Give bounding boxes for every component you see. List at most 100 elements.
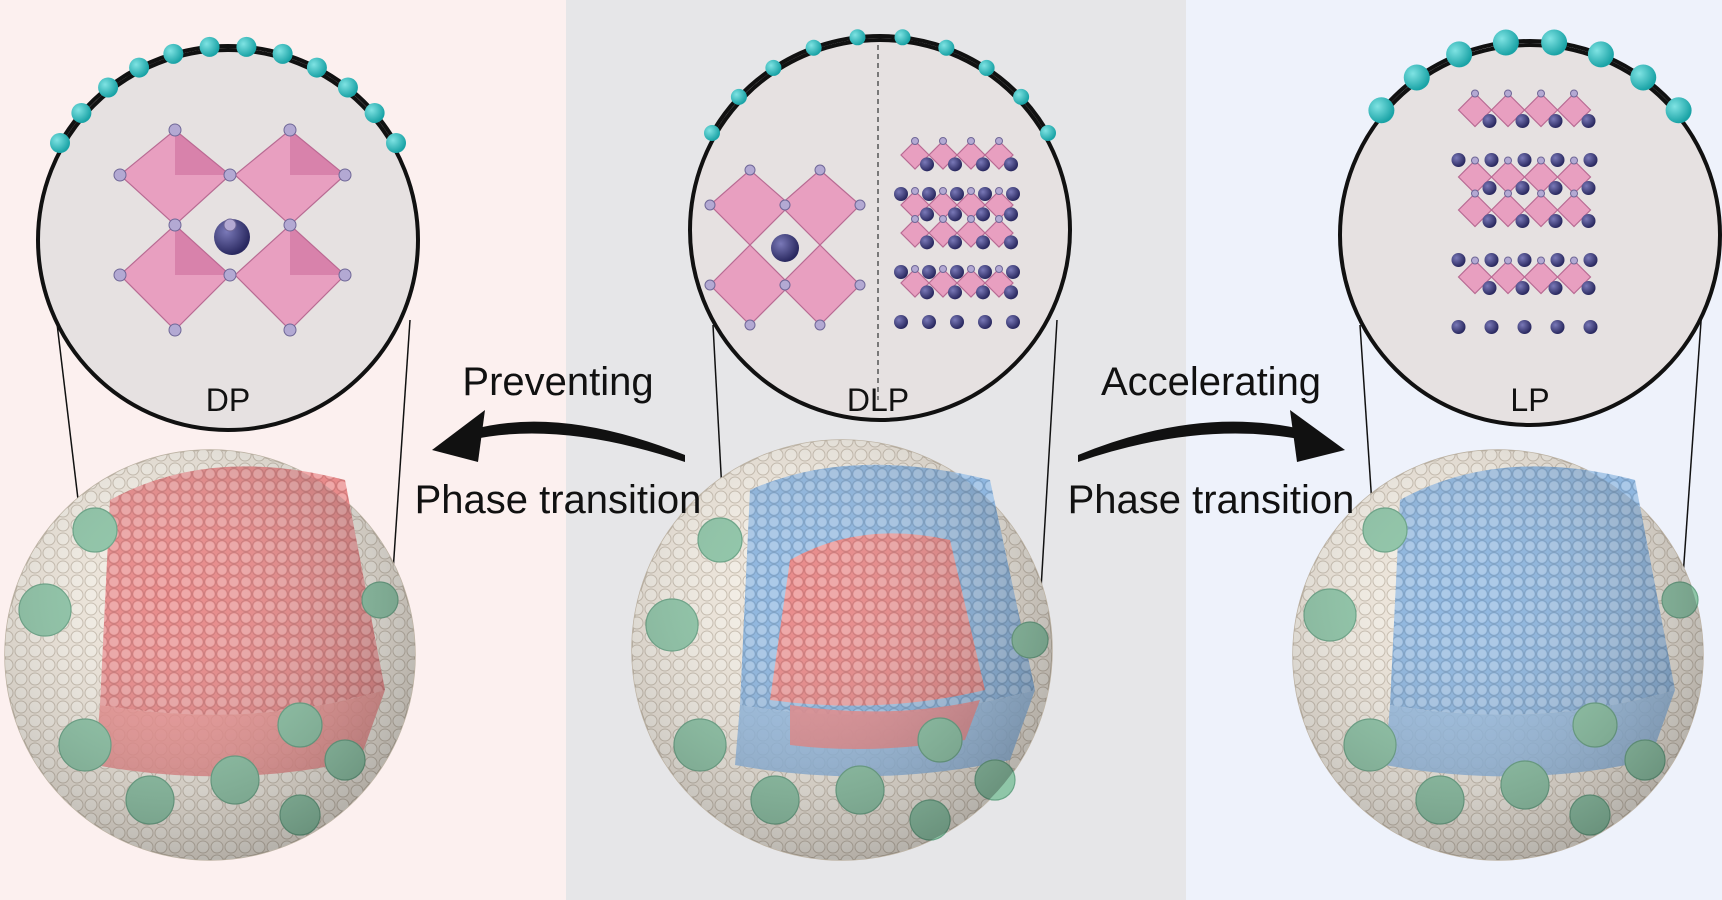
ligand-bead	[71, 102, 92, 123]
cation-atom	[1581, 114, 1596, 128]
ligand-bead	[1013, 88, 1030, 105]
ligand-bead	[1665, 97, 1692, 124]
halide-atom	[1471, 256, 1479, 265]
cation-atom	[1581, 214, 1596, 228]
halide-atom	[995, 187, 1003, 195]
dlp-double-perovskite	[704, 164, 866, 331]
arrow-accelerating	[1078, 410, 1345, 462]
ligand-bead	[849, 29, 866, 46]
ligand-bead	[1446, 41, 1473, 68]
spacer-cation	[922, 265, 936, 279]
ligand-bead	[765, 59, 782, 76]
cation-atom	[1004, 207, 1018, 222]
ligand-bead	[364, 102, 385, 123]
lp-label: LP	[1510, 382, 1550, 418]
halide-atom	[911, 137, 919, 145]
cation-atom	[1482, 114, 1497, 128]
cation-atom	[976, 235, 990, 250]
ligand-bead	[1587, 41, 1614, 68]
arrow-preventing	[432, 410, 685, 462]
halide-atom	[911, 187, 919, 195]
ligand-bead	[1492, 29, 1519, 56]
ligand-bead	[730, 88, 747, 105]
spacer-cation	[922, 187, 936, 201]
spacer-cation	[1517, 153, 1532, 167]
cation-atom	[976, 285, 990, 300]
ligand-bead	[236, 36, 257, 57]
lp-inset-circle	[1338, 43, 1722, 427]
halide-atom	[1570, 89, 1578, 98]
spacer-cation	[1550, 153, 1565, 167]
halide-atom	[1537, 156, 1545, 165]
cation-atom	[1581, 181, 1596, 195]
cation-atom	[1515, 114, 1530, 128]
halide-atom	[939, 215, 947, 223]
lp-nanocrystal	[1292, 449, 1704, 861]
lp-ligand-beads	[1368, 29, 1692, 124]
spacer-cation	[1550, 253, 1565, 267]
cation-atom	[976, 157, 990, 172]
dp-panel	[4, 36, 420, 861]
dp-ligand-beads	[49, 36, 407, 153]
lp-panel	[1292, 29, 1722, 861]
halide-atom	[1504, 156, 1512, 165]
halide-atom	[1504, 189, 1512, 198]
dp-octahedra	[119, 129, 346, 331]
halide-atom	[911, 265, 919, 273]
spacer-cation	[1006, 315, 1020, 329]
spacer-cation	[1006, 265, 1020, 279]
accelerating-label: Accelerating	[1100, 360, 1322, 404]
dp-halides	[113, 123, 352, 337]
halide-atom	[967, 187, 975, 195]
spacer-cation	[1484, 153, 1499, 167]
spacer-cation	[1550, 320, 1565, 334]
halide-atom	[967, 215, 975, 223]
spacer-cation	[1006, 187, 1020, 201]
halide-atom	[939, 137, 947, 145]
spacer-cation	[1517, 320, 1532, 334]
lp-layered-perovskite	[1451, 89, 1598, 334]
halide-atom	[1537, 89, 1545, 98]
halide-atom	[967, 265, 975, 273]
cation-atom	[920, 235, 934, 250]
spacer-cation	[950, 265, 964, 279]
dlp-ligand-beads	[703, 29, 1057, 141]
ligand-bead	[337, 77, 358, 98]
halide-atom	[1504, 256, 1512, 265]
ligand-bead	[1040, 125, 1057, 141]
ligand-bead	[272, 43, 293, 64]
halide-atom	[1570, 256, 1578, 265]
spacer-cation	[978, 265, 992, 279]
ligand-bead	[306, 57, 327, 78]
cation-atom	[948, 207, 962, 222]
ligand-bead	[199, 36, 220, 57]
cation-atom	[1515, 281, 1530, 295]
cation-atom	[948, 235, 962, 250]
halide-atom	[1537, 256, 1545, 265]
dlp-nanocrystal	[631, 439, 1053, 861]
halide-atom	[1471, 156, 1479, 165]
halide-atom	[995, 137, 1003, 145]
halide-atom	[1471, 189, 1479, 198]
spacer-cation	[950, 315, 964, 329]
ligand-bead	[1630, 64, 1657, 91]
ligand-bead	[163, 43, 184, 64]
spacer-cation	[1451, 153, 1466, 167]
spacer-cation	[1583, 320, 1598, 334]
spacer-cation	[894, 265, 908, 279]
ligand-bead	[1368, 97, 1395, 124]
dlp-label: DLP	[846, 382, 910, 418]
cation-atom	[1004, 285, 1018, 300]
cation-atom	[1548, 181, 1563, 195]
ligand-bead	[703, 125, 720, 141]
ligand-bead	[805, 39, 822, 56]
cation-atom	[976, 207, 990, 222]
ligand-bead	[386, 133, 407, 153]
spacer-cation	[978, 187, 992, 201]
cation-atom	[1482, 181, 1497, 195]
cation-atom	[1548, 214, 1563, 228]
dp-inset	[36, 36, 420, 432]
left-phase-transition-label: Phase transition	[414, 478, 702, 522]
